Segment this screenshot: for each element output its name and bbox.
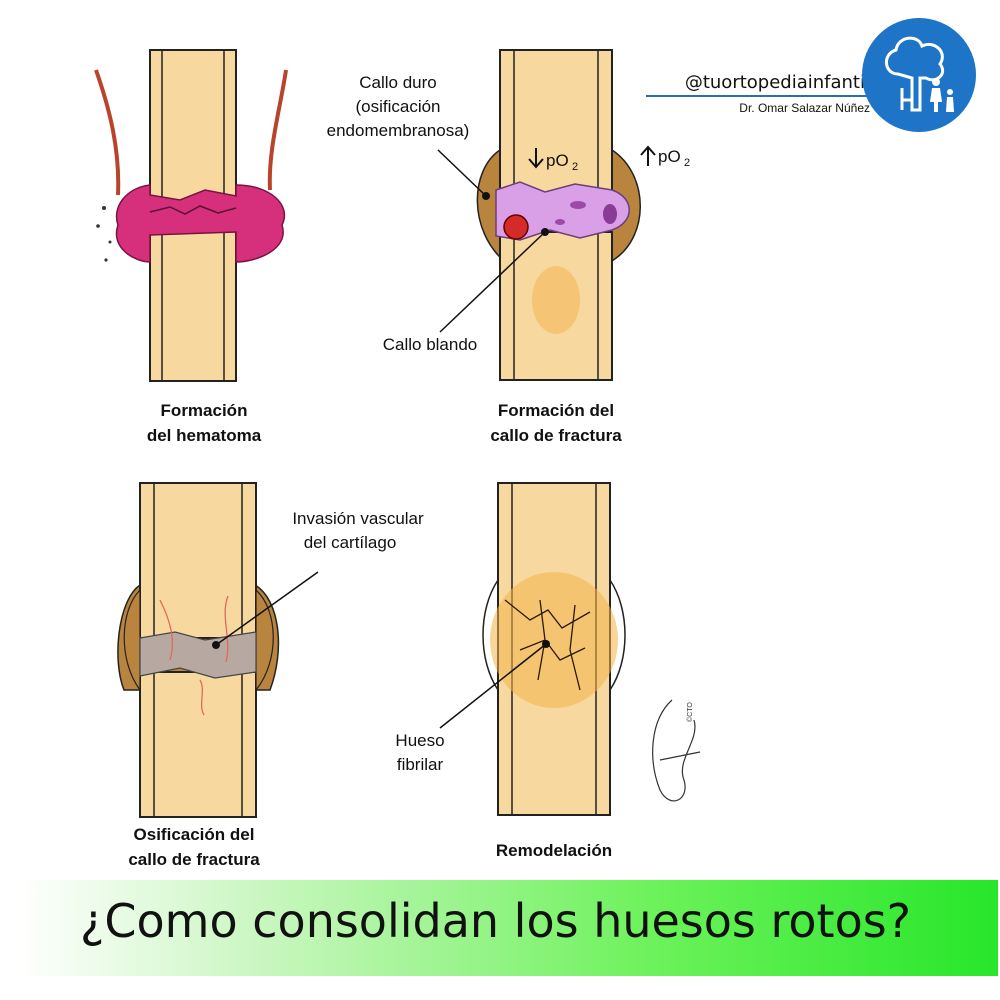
bone-upper (139, 482, 257, 639)
arrow-down-icon (528, 148, 544, 169)
panel-4-caption-1: Remodelación (496, 841, 612, 860)
tree-family-icon (885, 36, 954, 112)
torn-vessel (267, 69, 288, 191)
cell (570, 201, 586, 209)
debris-dot (102, 206, 106, 210)
debris-dot (108, 240, 112, 244)
label-invasion: Invasión vascular (292, 509, 424, 528)
panel-osificacion: Invasión vascular del cartílago Osificac… (117, 482, 424, 869)
callus-side (123, 588, 141, 692)
hematoma (115, 184, 286, 263)
title-banner: ¿Como consolidan los huesos rotos? (18, 880, 998, 976)
bone-lower (149, 224, 237, 382)
cell (555, 219, 565, 225)
remodel-side (482, 579, 499, 691)
label-callo-blando: Callo blando (383, 335, 478, 354)
vessel (224, 595, 229, 663)
po2-low-sub: 2 (572, 161, 578, 173)
label-callo-duro: (osificación (355, 97, 440, 116)
label-hueso: fibrilar (397, 755, 444, 774)
brand-block: @tuortopediainfantil Dr. Omar Salazar Nú… (646, 72, 870, 115)
remodel-side (609, 579, 626, 691)
orange-shading (532, 266, 580, 334)
cartilage-gap (139, 631, 257, 679)
bone-upper (499, 49, 613, 196)
leader-line (439, 231, 546, 333)
brand-handle: @tuortopediainfantil (646, 72, 870, 97)
brand-author: Dr. Omar Salazar Núñez (739, 101, 870, 115)
signature-scribble (652, 699, 701, 802)
panel-3-caption-1: Osificación del (134, 825, 255, 844)
po2-low-label: pO (546, 151, 569, 170)
soft-callus (495, 181, 630, 241)
leader-line (215, 571, 319, 646)
torn-vessel (94, 69, 121, 196)
po2-high-label: pO (658, 147, 681, 166)
panel-callo-fractura: Callo duro (osificación endomembranosa) … (327, 49, 690, 445)
panel-hematoma: Formación del hematoma (94, 49, 288, 445)
blood-cell (503, 214, 529, 240)
debris-dot (104, 258, 108, 262)
leader-line (439, 643, 547, 729)
po2-low: pO 2 (528, 148, 578, 173)
callus-side (255, 588, 274, 692)
fracture-line (149, 205, 237, 215)
panel-1-caption-1: Formación (161, 401, 248, 420)
vessel (199, 679, 205, 716)
panel-remodelacion: Hueso fibrilar Remodelación (395, 482, 626, 860)
bone-lower (139, 671, 257, 818)
panel-2-caption-1: Formación del (498, 401, 614, 420)
artist-signature: ©CTO (652, 699, 701, 802)
panel-1-caption-2: del hematoma (147, 426, 262, 445)
panel-2-caption-2: callo de fractura (490, 426, 622, 445)
label-callo-duro: Callo duro (359, 73, 437, 92)
leader-line (437, 149, 487, 197)
label-hueso: Hueso (395, 731, 444, 750)
po2-high-sub: 2 (684, 157, 690, 169)
bone-upper (149, 49, 237, 211)
po2-high: pO 2 (640, 145, 690, 169)
watermark: ©CTO (686, 702, 694, 722)
panel-3-caption-2: callo de fractura (128, 850, 260, 869)
label-callo-duro: endomembranosa) (327, 121, 470, 140)
remodel-zone (490, 572, 618, 708)
vessel (159, 599, 173, 661)
arrow-up-icon (640, 145, 656, 166)
debris-dot (96, 224, 100, 228)
brand-logo (862, 18, 976, 132)
banner-title: ¿Como consolidan los huesos rotos? (80, 894, 912, 948)
fibrillar-network (504, 599, 591, 691)
label-invasion: del cartílago (304, 533, 397, 552)
cell (603, 204, 617, 224)
